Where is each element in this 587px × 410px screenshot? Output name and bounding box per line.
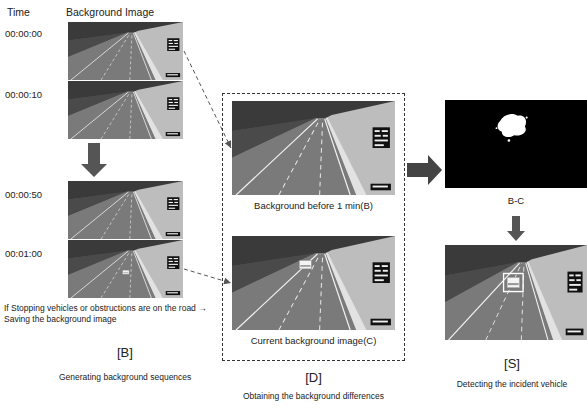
tunnel-frame xyxy=(68,81,183,139)
detection-frame-art xyxy=(445,245,587,340)
column-header: Time xyxy=(7,6,30,18)
dashed-arrow xyxy=(184,51,231,148)
image-node: Background before 1 min(B) xyxy=(232,101,395,213)
difference-image-art xyxy=(445,100,587,188)
part-label: [D] xyxy=(223,370,404,385)
tunnel-frame xyxy=(68,181,183,239)
time-stamp: 00:00:10 xyxy=(5,89,42,100)
column-header: Background Image xyxy=(66,6,154,18)
image-node: 00:00:50 xyxy=(5,181,183,239)
image-node: 00:00:10 xyxy=(5,81,183,139)
dashed-group-box: [D]Obtaining the background differencesB… xyxy=(222,93,405,361)
tunnel-frame xyxy=(68,22,183,80)
time-stamp: 00:00:00 xyxy=(5,28,42,39)
image-node: Current background image(C) xyxy=(232,236,395,350)
image-node: B-C xyxy=(445,100,587,212)
part-caption: Obtaining the background differences xyxy=(223,391,404,401)
difference-image xyxy=(445,100,587,188)
image-caption: Background before 1 min(B) xyxy=(232,200,395,211)
part-caption: Generating background sequences xyxy=(59,372,191,382)
time-stamp: 00:01:00 xyxy=(5,248,42,259)
tunnel-frame-art xyxy=(68,240,183,298)
block-arrow xyxy=(407,155,442,185)
part-caption: Detecting the incident vehicle xyxy=(439,379,585,389)
detection-frame xyxy=(445,245,587,340)
tunnel-frame-art xyxy=(68,22,183,80)
part-label: [B] xyxy=(117,345,133,360)
tunnel-frame xyxy=(232,236,395,330)
image-caption: B-C xyxy=(445,195,587,206)
group-caption: [D] Obtaining the background differences xyxy=(223,370,404,401)
tunnel-frame-art xyxy=(68,81,183,139)
tunnel-frame-art xyxy=(232,101,395,195)
note-text: If Stopping vehicles or obstructions are… xyxy=(4,303,222,324)
detection-caption: [S] Detecting the incident vehicle xyxy=(439,356,585,389)
tunnel-frame-art xyxy=(68,181,183,239)
image-node: 00:01:00 xyxy=(5,240,183,298)
tunnel-frame xyxy=(68,240,183,298)
image-caption: Current background image(C) xyxy=(232,335,395,346)
dashed-arrow xyxy=(184,269,231,284)
time-stamp: 00:00:50 xyxy=(5,189,42,200)
part-label: [S] xyxy=(439,356,585,371)
block-arrow xyxy=(81,143,107,177)
tunnel-frame xyxy=(232,101,395,195)
tunnel-frame-art xyxy=(232,236,395,330)
image-node: [S]Detecting the incident vehicle xyxy=(445,245,587,340)
block-arrow xyxy=(507,216,525,241)
image-node: 00:00:00 xyxy=(5,22,183,80)
